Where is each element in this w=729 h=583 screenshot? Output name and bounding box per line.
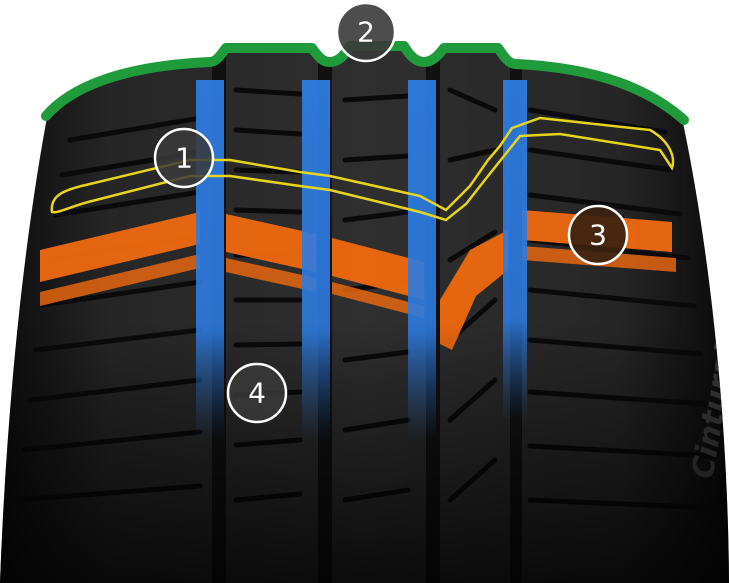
callout-4: 4 <box>226 362 288 424</box>
callout-1-label: 1 <box>175 142 193 175</box>
callout-4-label: 4 <box>248 377 266 410</box>
callout-3: 3 <box>567 204 629 266</box>
callout-2-label: 2 <box>357 16 375 49</box>
callout-1: 1 <box>153 127 215 189</box>
callout-2: 2 <box>335 1 397 63</box>
callout-3-label: 3 <box>589 219 607 252</box>
